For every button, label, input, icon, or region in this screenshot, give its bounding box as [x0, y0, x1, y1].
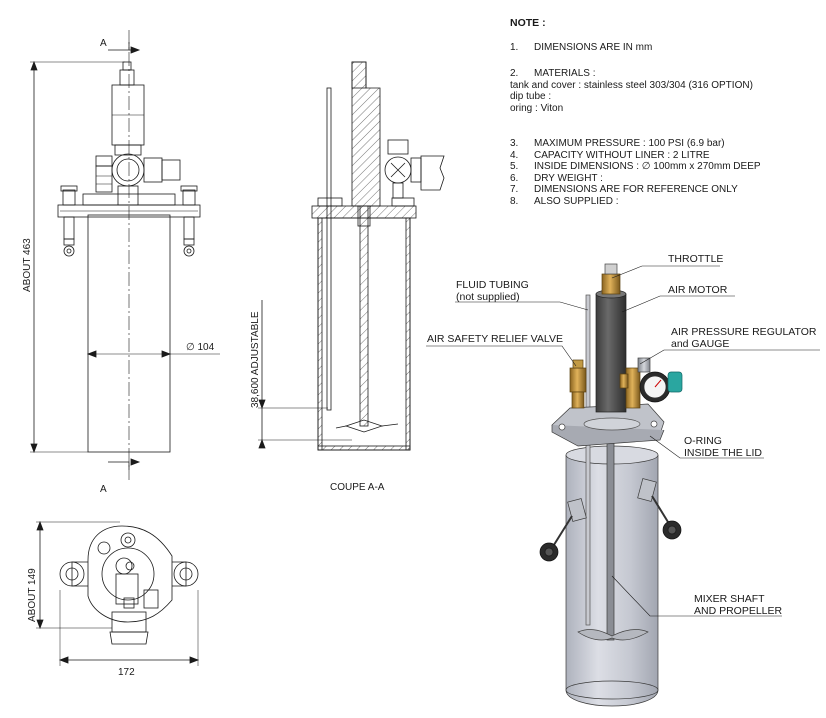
note-2-tank: tank and cover : stainless steel 303/304…	[510, 79, 753, 91]
callout-o-ring-line1: O-RING	[684, 435, 722, 447]
notes-block: NOTE : 1.DIMENSIONS ARE IN mm 2.MATERIAL…	[510, 17, 820, 207]
note-1: 1.DIMENSIONS ARE IN mm	[510, 41, 653, 53]
callout-fluid-tubing-line2: (not supplied)	[456, 291, 520, 303]
note-2-oring: oring : Viton	[510, 102, 564, 114]
clamp-left	[60, 185, 78, 257]
note-2: 2.MATERIALS :	[510, 68, 596, 79]
top-view-body	[87, 525, 173, 623]
callout-air-pressure-line2: and GAUGE	[671, 338, 729, 350]
callout-mixer-line2: AND PROPELLER	[694, 605, 783, 617]
iso-view	[539, 263, 683, 707]
height-dimension-label: ABOUT 463	[22, 238, 33, 292]
callouts: THROTTLE AIR MOTOR FLUID TUBING (not sup…	[426, 253, 820, 617]
top-width-label: 172	[118, 667, 135, 678]
iso-regulator-knob	[667, 371, 683, 393]
iso-clamp-right	[637, 478, 682, 540]
top-height-label: ABOUT 149	[27, 568, 38, 622]
adjustable-dimension-label: 38,600 ADJUSTABLE	[250, 311, 261, 408]
iso-relief-valve	[569, 367, 587, 393]
section-shaft	[359, 205, 369, 427]
front-view: A A ABOUT 463	[22, 30, 220, 495]
diameter-dimension-label: ∅ 104	[186, 342, 215, 353]
note-8: 8.ALSO SUPPLIED :	[510, 195, 619, 207]
iso-clamp-left	[539, 498, 587, 562]
notes-title: NOTE :	[510, 17, 546, 29]
tank-body	[87, 214, 171, 453]
top-view: ABOUT 149 172	[27, 520, 200, 678]
callout-o-ring-line2: INSIDE THE LID	[684, 447, 762, 459]
iso-propeller	[577, 629, 649, 641]
callout-throttle: THROTTLE	[668, 253, 723, 265]
section-caption: COUPE A-A	[330, 482, 385, 493]
section-view: 38,600 ADJUSTABLE COUPE A-A	[250, 61, 445, 493]
section-fluid-tube	[326, 87, 332, 411]
callout-fluid-tubing-line1: FLUID TUBING	[456, 279, 529, 291]
top-knob-left	[59, 561, 85, 587]
note-6: 6.DRY WEIGHT :	[510, 172, 603, 184]
callout-mixer-line1: MIXER SHAFT	[694, 593, 765, 605]
clamp-right	[180, 185, 198, 257]
top-knob-right	[173, 561, 199, 587]
iso-throttle	[601, 273, 621, 295]
section-knob	[420, 155, 445, 191]
section-mark-bottom: A	[100, 484, 107, 495]
iso-air-motor	[595, 293, 627, 413]
note-2-dip-tube: dip tube :	[510, 91, 552, 102]
callout-relief-valve: AIR SAFETY RELIEF VALVE	[427, 333, 563, 345]
callout-air-pressure-line1: AIR PRESSURE REGULATOR	[671, 326, 817, 338]
note-7: 7.DIMENSIONS ARE FOR REFERENCE ONLY	[510, 184, 738, 195]
note-4: 4.CAPACITY WITHOUT LINER : 2 LITRE	[510, 149, 710, 161]
note-5: 5.INSIDE DIMENSIONS : ∅ 100mm x 270mm DE…	[510, 161, 761, 172]
section-mark-top: A	[100, 38, 107, 49]
note-3: 3.MAXIMUM PRESSURE : 100 PSI (6.9 bar)	[510, 138, 725, 149]
callout-air-motor: AIR MOTOR	[668, 284, 728, 296]
